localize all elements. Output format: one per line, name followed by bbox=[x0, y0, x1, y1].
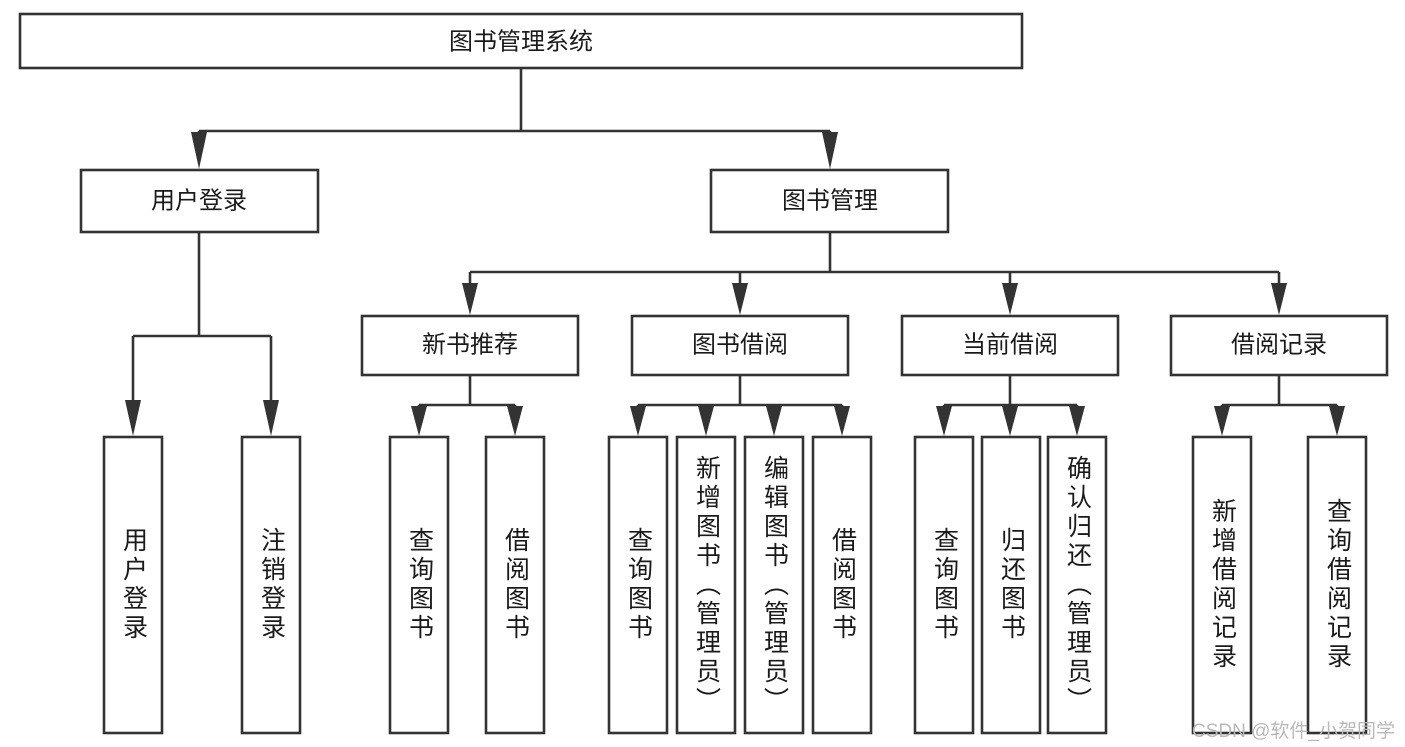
node-current-borrow-label: 当前借阅 bbox=[962, 331, 1058, 358]
arrowhead-book-manage bbox=[822, 132, 838, 169]
node-book-manage-label: 图书管理 bbox=[782, 187, 878, 214]
leaf-label-book-borrow-2: 编辑图书（管理员） bbox=[760, 454, 789, 716]
arrowhead-leaf-new-book-0 bbox=[411, 406, 427, 436]
leaf-box-book-borrow-0[interactable] bbox=[607, 435, 669, 735]
leaf-label-book-borrow-1: 新增图书（管理员） bbox=[692, 454, 721, 716]
leaf-label-current-borrow-2: 确认归还（管理员） bbox=[1063, 454, 1092, 716]
node-root-box[interactable] bbox=[18, 12, 1024, 70]
leaf-box-book-borrow-2[interactable] bbox=[743, 435, 805, 735]
arrowhead-leaf-current-borrow-1 bbox=[1002, 406, 1018, 436]
leaf-label-current-borrow-1: 归还图书 bbox=[997, 527, 1026, 643]
leaf-box-book-borrow-1[interactable] bbox=[675, 435, 737, 735]
arrowhead-borrow-record bbox=[1271, 283, 1287, 315]
leaf-box-borrow-record-0[interactable] bbox=[1191, 435, 1253, 735]
arrowhead-leaf-borrow-record-1 bbox=[1329, 406, 1345, 436]
node-current-borrow-box[interactable] bbox=[900, 314, 1120, 377]
arrowhead-user-login bbox=[191, 132, 207, 169]
node-book-borrow-label: 图书借阅 bbox=[692, 331, 788, 358]
leaf-label-user-login-1: 注销登录 bbox=[257, 527, 286, 643]
arrowhead-leaf-current-borrow-2 bbox=[1069, 406, 1085, 436]
leaf-label-new-book-1: 借阅图书 bbox=[501, 527, 530, 643]
arrowhead-leaf-book-borrow-0 bbox=[630, 406, 646, 436]
leaf-box-current-borrow-1[interactable] bbox=[980, 435, 1042, 735]
arrowhead-leaf-book-borrow-3 bbox=[834, 406, 850, 436]
node-user-login-label: 用户登录 bbox=[151, 187, 247, 214]
arrowhead-leaf-new-book-1 bbox=[507, 406, 523, 436]
leaf-box-current-borrow-2[interactable] bbox=[1046, 435, 1108, 735]
leaf-label-current-borrow-0: 查询图书 bbox=[930, 527, 959, 643]
leaf-label-borrow-record-0: 新增借阅记录 bbox=[1208, 498, 1237, 672]
arrowhead-new-book bbox=[462, 283, 478, 315]
leaf-box-new-book-0[interactable] bbox=[388, 435, 450, 735]
leaf-label-book-borrow-3: 借阅图书 bbox=[828, 527, 857, 643]
leaf-box-new-book-1[interactable] bbox=[484, 435, 546, 735]
arrowhead-current-borrow bbox=[1002, 283, 1018, 315]
arrowhead-leaf-book-borrow-1 bbox=[698, 406, 714, 436]
node-new-book-label: 新书推荐 bbox=[422, 331, 518, 358]
arrowhead-leaf-user-login-1 bbox=[263, 400, 279, 436]
leaf-box-user-login-0[interactable] bbox=[102, 435, 164, 735]
leaf-box-borrow-record-1[interactable] bbox=[1306, 435, 1368, 735]
leaf-box-user-login-1[interactable] bbox=[240, 435, 302, 735]
node-new-book-box[interactable] bbox=[360, 314, 580, 377]
leaf-box-book-borrow-3[interactable] bbox=[811, 435, 873, 735]
leaf-label-new-book-0: 查询图书 bbox=[405, 527, 434, 643]
leaf-label-borrow-record-1: 查询借阅记录 bbox=[1323, 498, 1352, 672]
arrowhead-book-borrow bbox=[732, 283, 748, 315]
arrowhead-leaf-user-login-0 bbox=[125, 400, 141, 436]
node-book-borrow-box[interactable] bbox=[630, 314, 850, 377]
arrowhead-leaf-borrow-record-0 bbox=[1214, 406, 1230, 436]
arrowhead-leaf-book-borrow-2 bbox=[766, 406, 782, 436]
leaf-label-book-borrow-0: 查询图书 bbox=[624, 527, 653, 643]
node-root-label: 图书管理系统 bbox=[449, 28, 593, 55]
leaf-label-user-login-0: 用户登录 bbox=[119, 527, 148, 643]
node-borrow-record-label: 借阅记录 bbox=[1231, 331, 1327, 358]
leaf-box-current-borrow-0[interactable] bbox=[913, 435, 975, 735]
arrowhead-leaf-current-borrow-0 bbox=[936, 406, 952, 436]
csdn-watermark: CSDN @软件_小贺同学 bbox=[1192, 721, 1395, 742]
